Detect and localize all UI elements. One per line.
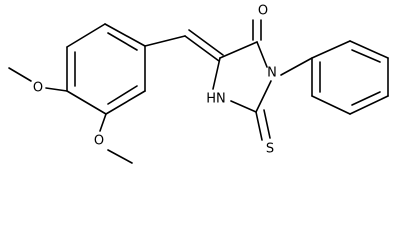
bond — [66, 90, 107, 115]
bond — [99, 113, 107, 132]
bond — [230, 100, 257, 113]
thione-double-bond — [255, 111, 263, 141]
bond — [105, 90, 146, 115]
double-bond-inner — [107, 32, 138, 51]
bond — [212, 57, 221, 90]
ring-nitrogen-label: N — [267, 66, 277, 81]
methoxy-group-upper: O — [8, 67, 68, 96]
dimethoxyphenyl-ring — [66, 23, 146, 115]
bond — [144, 35, 186, 47]
bond — [255, 80, 272, 113]
benzylidene-link — [144, 29, 224, 62]
bond — [349, 40, 389, 59]
methoxy-group-lower: O — [94, 113, 133, 164]
bond — [45, 87, 68, 92]
thione-group: S — [255, 109, 274, 157]
bond — [66, 23, 106, 48]
carbonyl-oxygen-label: O — [258, 4, 268, 19]
bond — [256, 41, 268, 68]
ring-nh-label: HN — [206, 92, 226, 107]
exocyclic-double-bond — [188, 29, 224, 56]
double-bond-inner — [351, 49, 381, 63]
methoxy-oxygen-upper-label: O — [33, 81, 43, 96]
bond — [107, 149, 133, 164]
bond — [8, 67, 32, 82]
bond — [104, 23, 146, 47]
double-bond-inner — [351, 91, 381, 106]
n-phenyl-ring — [280, 40, 389, 115]
exocyclic-double-bond — [184, 35, 220, 62]
bond — [280, 57, 313, 76]
thione-double-bond — [263, 109, 271, 139]
bond — [219, 41, 258, 59]
bond — [349, 95, 389, 115]
molecule-structure-drawing: O O N HN O S — [8, 4, 389, 164]
thione-sulfur-label: S — [266, 142, 274, 157]
bond — [311, 95, 351, 115]
bond — [311, 40, 351, 59]
thiohydantoin-ring: N HN — [206, 41, 277, 113]
methoxy-oxygen-lower-label: O — [94, 134, 104, 149]
carbonyl-group: O — [252, 4, 268, 41]
double-bond-inner — [107, 85, 138, 105]
